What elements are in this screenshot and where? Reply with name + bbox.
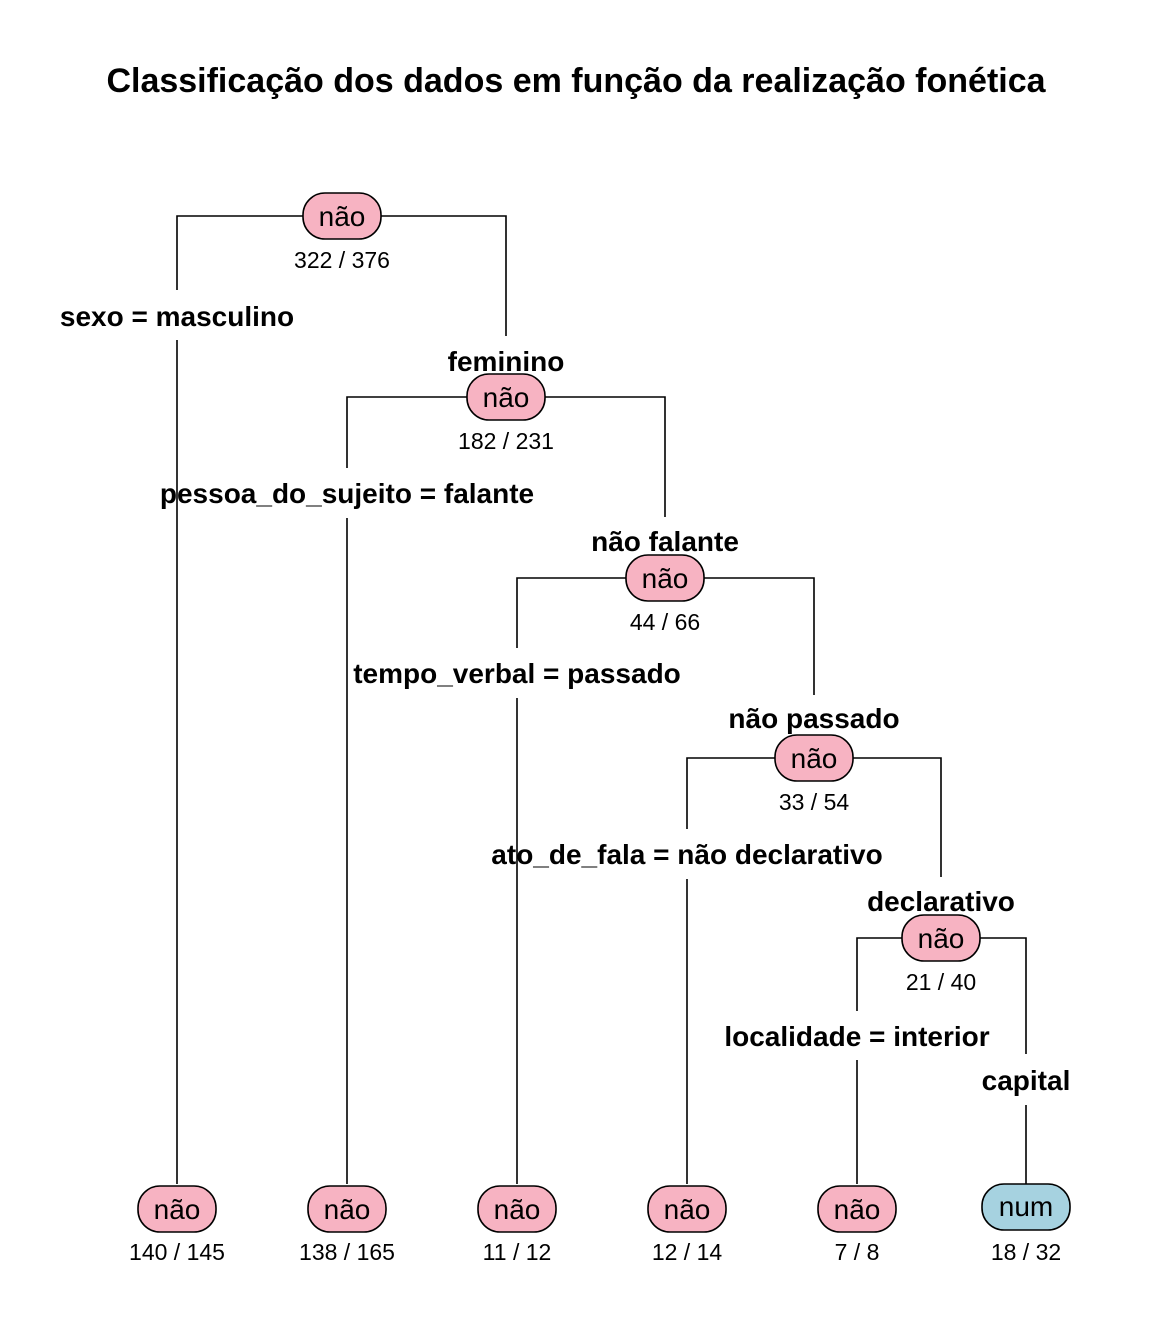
leaf-5-label: não	[834, 1194, 881, 1225]
leaf-3-box	[477, 1185, 557, 1233]
node-n3: não 44 / 66	[625, 554, 705, 635]
leaf-4-counts: 12 / 14	[652, 1239, 723, 1265]
edge-n5-left	[856, 937, 902, 1011]
split-label-nao-falante: não falante	[591, 526, 739, 557]
split-label-declarativo: declarativo	[867, 886, 1015, 917]
node-n5-label: não	[918, 923, 965, 954]
edge-n4-left	[686, 757, 775, 829]
node-n4-box	[774, 734, 854, 782]
node-n4-label: não	[791, 743, 838, 774]
edge-root-right	[381, 215, 507, 336]
node-n2-box	[466, 373, 546, 421]
chart-title: Classificação dos dados em função da rea…	[106, 62, 1046, 100]
leaf-2-box	[307, 1185, 387, 1233]
edge-root-left	[176, 215, 303, 290]
leaf-1-label: não	[154, 1194, 201, 1225]
leaf-2: não 138 / 165	[299, 1185, 395, 1265]
split-label-tempo-verbal: tempo_verbal = passado	[353, 658, 681, 689]
leaf-1: não 140 / 145	[129, 1185, 225, 1265]
node-root-box	[302, 192, 382, 240]
split-label-nao-passado: não passado	[728, 703, 899, 734]
tree-edges	[176, 215, 1027, 1184]
split-labels: sexo = masculino feminino pessoa_do_suje…	[60, 301, 1070, 1096]
leaf-2-counts: 138 / 165	[299, 1239, 395, 1265]
leaf-3-label: não	[494, 1194, 541, 1225]
node-n2-counts: 182 / 231	[458, 428, 554, 454]
leaf-1-box	[137, 1185, 217, 1233]
leaf-4-label: não	[664, 1194, 711, 1225]
edge-n3-left	[516, 577, 626, 648]
leaf-4-box	[647, 1185, 727, 1233]
edge-n2-left	[346, 396, 467, 468]
edge-n4-right	[853, 757, 942, 877]
leaf-6-counts: 18 / 32	[991, 1239, 1061, 1265]
node-n4: não 33 / 54	[774, 734, 854, 815]
leaf-4: não 12 / 14	[647, 1185, 727, 1265]
split-label-feminino: feminino	[448, 346, 565, 377]
node-n3-box	[625, 554, 705, 602]
leaf-5-counts: 7 / 8	[835, 1239, 880, 1265]
edge-n3-right	[704, 577, 815, 695]
edge-n2-right	[545, 396, 666, 517]
node-n3-label: não	[642, 563, 689, 594]
leaf-5: não 7 / 8	[817, 1185, 897, 1265]
split-label-pessoa: pessoa_do_sujeito = falante	[160, 478, 534, 509]
node-root-counts: 322 / 376	[294, 247, 390, 273]
leaf-2-label: não	[324, 1194, 371, 1225]
leaf-1-counts: 140 / 145	[129, 1239, 225, 1265]
node-n5-box	[901, 914, 981, 962]
leaf-6-box	[981, 1183, 1071, 1231]
node-n2: não 182 / 231	[458, 373, 554, 454]
split-label-sexo: sexo = masculino	[60, 301, 294, 332]
leaf-6-label: num	[999, 1191, 1053, 1222]
node-n4-counts: 33 / 54	[779, 789, 850, 815]
split-label-localidade: localidade = interior	[724, 1021, 989, 1052]
node-root-label: não	[319, 201, 366, 232]
edge-n5-right	[980, 937, 1027, 1054]
node-n2-label: não	[483, 382, 530, 413]
leaf-3-counts: 11 / 12	[483, 1239, 552, 1265]
split-label-ato-de-fala: ato_de_fala = não declarativo	[491, 839, 882, 870]
split-label-capital: capital	[982, 1065, 1071, 1096]
leaf-6: num 18 / 32	[981, 1183, 1071, 1265]
node-n5-counts: 21 / 40	[906, 969, 976, 995]
node-n3-counts: 44 / 66	[630, 609, 700, 635]
leaf-3: não 11 / 12	[477, 1185, 557, 1265]
leaf-5-box	[817, 1185, 897, 1233]
node-n5: não 21 / 40	[901, 914, 981, 995]
node-root: não 322 / 376	[294, 192, 390, 273]
